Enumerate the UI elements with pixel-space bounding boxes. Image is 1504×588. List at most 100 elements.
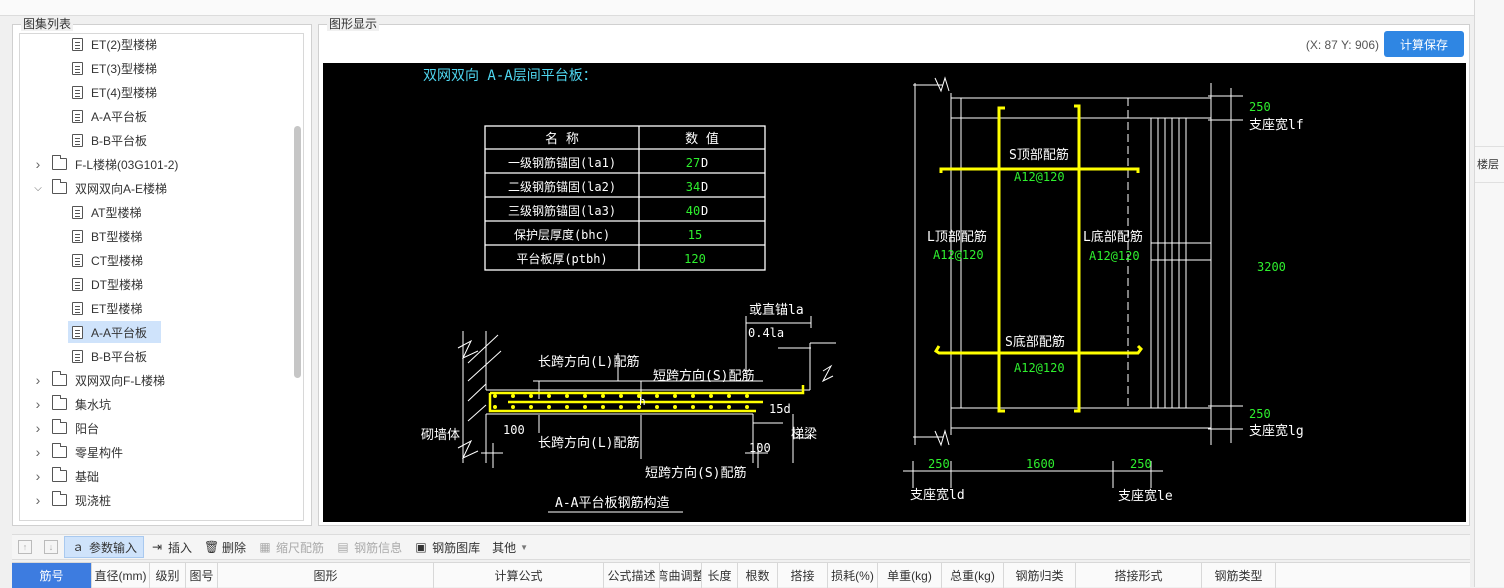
label-short-bottom: 短跨方向(S)配筋 — [645, 465, 746, 481]
tree-item-label: ET(2)型楼梯 — [91, 37, 158, 52]
column-header[interactable]: 弯曲调整 — [660, 563, 702, 588]
rebar-dot — [709, 405, 713, 409]
label-l-top: L顶部配筋 — [927, 229, 987, 245]
label-long-top: 长跨方向(L)配筋 — [538, 354, 639, 370]
tree-item-label: B-B平台板 — [91, 133, 148, 148]
tree-folder[interactable]: ›F-L楼梯(03G101-2) — [32, 153, 178, 175]
column-header[interactable]: 图形 — [218, 563, 434, 588]
chevron-right-icon[interactable]: › — [35, 444, 41, 460]
tree-folder[interactable]: › 集水坑 — [32, 393, 111, 415]
rebar-dot — [673, 405, 677, 409]
rebar-dot — [511, 405, 515, 409]
tree-folder[interactable]: ›零星构件 — [32, 441, 123, 463]
rebar-library-button[interactable]: ▣钢筋图库 — [408, 536, 486, 558]
column-header[interactable]: 公式描述 — [604, 563, 660, 588]
label-lg: 支座宽lg — [1249, 423, 1304, 439]
table-row-name: 保护层厚度(bhc) — [514, 227, 610, 242]
tree-item[interactable]: ET(2)型楼梯 — [68, 34, 171, 55]
tree-item-label: ET型楼梯 — [91, 301, 143, 316]
insert-icon: ⇥ — [151, 540, 163, 554]
chevron-right-icon[interactable]: › — [35, 492, 41, 508]
column-header[interactable]: 搭接形式 — [1076, 563, 1202, 588]
tree-item-label: 集水坑 — [75, 397, 112, 412]
column-header[interactable]: 图号 — [186, 563, 218, 588]
chevron-down-icon[interactable]: ⌵ — [34, 182, 42, 194]
folder-icon — [52, 395, 67, 410]
column-header[interactable]: 单重(kg) — [878, 563, 942, 588]
column-header[interactable]: 总重(kg) — [942, 563, 1004, 588]
column-header[interactable]: 搭接 — [778, 563, 828, 588]
move-down-button[interactable]: ↓ — [44, 540, 58, 554]
chevron-right-icon[interactable]: › — [35, 468, 41, 484]
chevron-right-icon[interactable]: › — [35, 396, 41, 412]
tree-item[interactable]: ET(3)型楼梯 — [68, 57, 171, 79]
floor-tab[interactable]: 楼层 — [1477, 159, 1499, 171]
rebar-dot — [565, 394, 569, 398]
info-label: 钢筋信息 — [354, 540, 403, 555]
column-header[interactable]: 钢筋类型 — [1202, 563, 1276, 588]
column-header[interactable]: 损耗(%) — [828, 563, 878, 588]
rebar-info-button[interactable]: ▤钢筋信息 — [330, 536, 408, 558]
label-100a: 100 — [503, 423, 525, 437]
tree-item[interactable]: ET型楼梯 — [68, 297, 156, 319]
tree-item[interactable]: DT型楼梯 — [68, 273, 157, 295]
dim-250-bottom: 250 — [1249, 407, 1271, 421]
rebar-dot — [547, 405, 551, 409]
tree-folder[interactable]: ⌵双网双向A-E楼梯 — [32, 177, 167, 199]
rebar-dot — [637, 405, 641, 409]
scale-rebar-button[interactable]: ▦缩尺配筋 — [252, 536, 330, 558]
rebar-dot — [583, 394, 587, 398]
calculate-save-button[interactable]: 计算保存 — [1384, 31, 1464, 57]
tree-item[interactable]: AT型楼梯 — [68, 201, 155, 223]
value-l-bottom: A12@120 — [1089, 249, 1140, 263]
document-icon — [72, 133, 83, 147]
column-header[interactable]: 筋号 — [12, 563, 92, 588]
tree-folder[interactable]: ›基础 — [32, 465, 99, 487]
tree-scrollbar[interactable] — [294, 126, 301, 378]
table-row-name: 一级钢筋锚固(la1) — [508, 155, 616, 170]
tree-item[interactable]: A-A平台板 — [68, 105, 161, 127]
rebar-dot — [745, 394, 749, 398]
tree-item-label: AT型楼梯 — [91, 205, 142, 220]
label-le: 支座宽le — [1118, 488, 1173, 504]
tree-item-label: 双网双向F-L楼梯 — [75, 373, 166, 388]
delete-button[interactable]: 🗑删除 — [198, 536, 252, 558]
tree-item[interactable]: CT型楼梯 — [68, 249, 157, 271]
chevron-right-icon[interactable]: › — [35, 420, 41, 436]
param-input-label: 参数输入 — [89, 540, 138, 555]
column-header[interactable]: 根数 — [738, 563, 778, 588]
tree-folder[interactable]: ›阳台 — [32, 417, 99, 439]
rebar-dot — [601, 405, 605, 409]
tree-folder[interactable]: › 现浇桩 — [32, 489, 111, 511]
tree-item[interactable]: B-B平台板 — [68, 129, 161, 151]
table-row-value: 34 — [686, 180, 700, 194]
column-header[interactable]: 长度 — [702, 563, 738, 588]
tree-folder[interactable]: › 双网双向F-L楼梯 — [32, 369, 165, 391]
label-wall: 砌墙体 — [421, 428, 460, 443]
tree-item[interactable]: A-A平台板 — [68, 321, 162, 343]
column-header[interactable]: 直径(mm) — [92, 563, 150, 588]
label-zhimao: 或直锚la — [749, 303, 804, 318]
chevron-right-icon[interactable]: › — [35, 372, 41, 388]
tree-item-label: 现浇桩 — [75, 493, 112, 508]
coordinate-readout: (X: 87 Y: 906) — [1305, 38, 1379, 52]
label-15d: 15d — [769, 402, 791, 416]
tree-item[interactable]: ET(4)型楼梯 — [68, 81, 171, 103]
rebar-dot — [673, 394, 677, 398]
move-up-button[interactable]: ↑ — [18, 540, 32, 554]
column-header[interactable]: 计算公式 — [434, 563, 604, 588]
column-header[interactable]: 级别 — [150, 563, 186, 588]
tree-item[interactable]: B-B平台板 — [68, 345, 161, 367]
other-menu-button[interactable]: 其他▼ — [486, 536, 534, 558]
graphic-display-panel: 图形显示 (X: 87 Y: 906) 计算保存 双网双向 A-A层间平台板： … — [318, 17, 1470, 526]
insert-button[interactable]: ⇥插入 — [144, 536, 198, 558]
document-icon — [72, 37, 83, 51]
column-header[interactable]: 钢筋归类 — [1004, 563, 1076, 588]
chevron-right-icon[interactable]: › — [35, 156, 41, 172]
tree-item[interactable]: BT型楼梯 — [68, 225, 156, 247]
